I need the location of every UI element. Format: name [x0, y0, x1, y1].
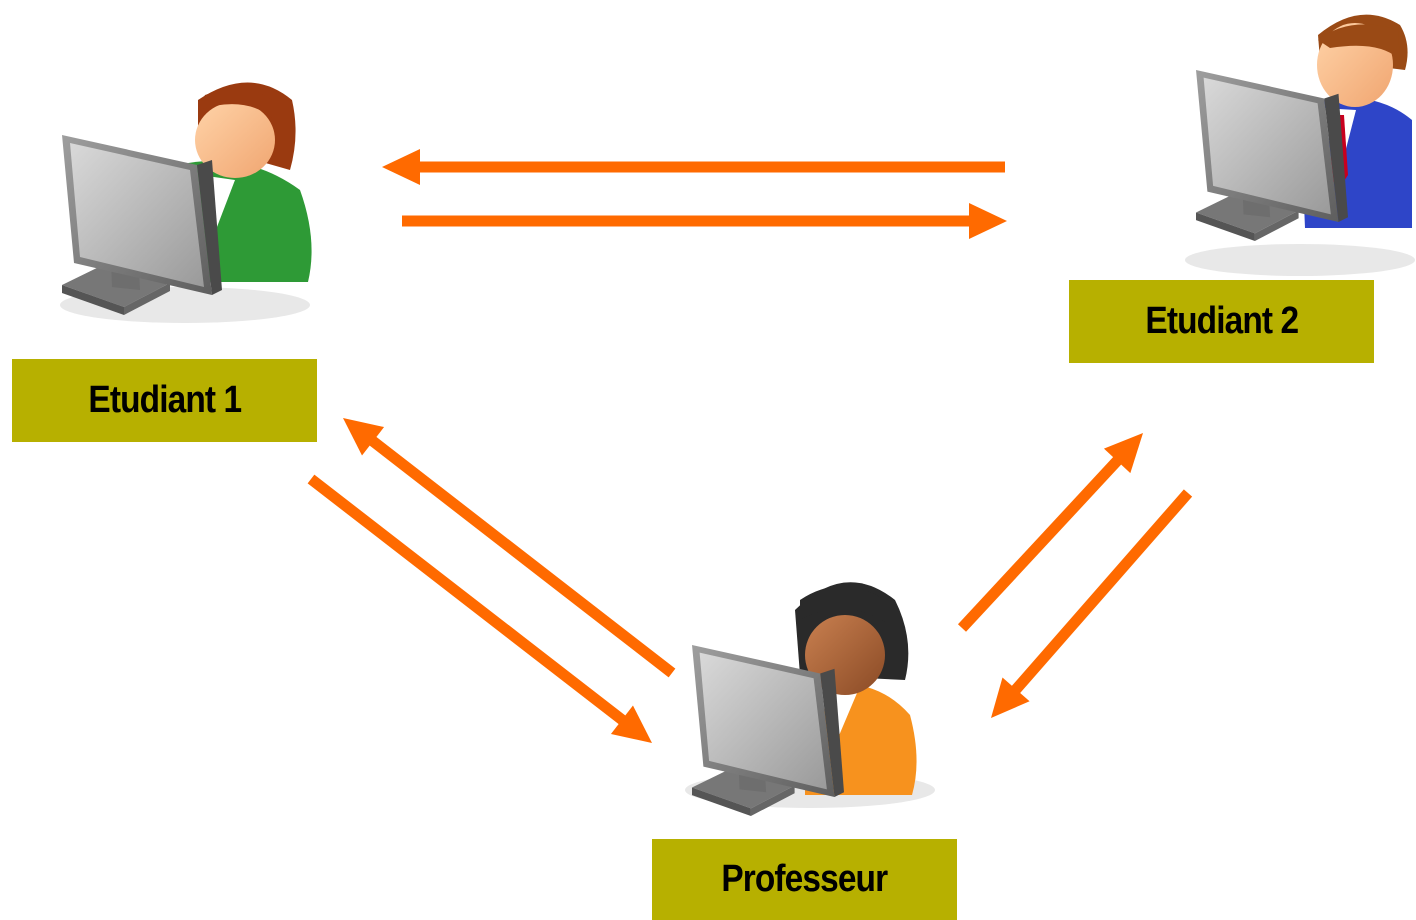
- arrow-shaft: [957, 454, 1124, 632]
- arrow-professor-to-student_1: [343, 418, 676, 678]
- student-1-label-text: Etudiant 1: [88, 379, 242, 421]
- professor-label: Professeur: [652, 839, 957, 920]
- arrow-head: [343, 418, 385, 456]
- professor-icon: [685, 582, 935, 816]
- arrow-layer: [307, 149, 1193, 743]
- arrow-student_1-to-student_2: [402, 203, 1007, 239]
- arrow-shaft: [366, 434, 676, 678]
- arrow-shaft: [1009, 489, 1193, 697]
- arrow-student_1-to-professor: [307, 474, 652, 743]
- arrow-head: [991, 677, 1030, 718]
- arrow-head: [610, 705, 652, 743]
- arrow-head: [382, 149, 420, 185]
- arrow-head: [1103, 433, 1143, 474]
- student-1-icon: [60, 82, 312, 323]
- arrow-student_2-to-professor: [991, 489, 1193, 718]
- arrow-professor-to-student_2: [957, 433, 1143, 632]
- student-2-label: Etudiant 2: [1069, 280, 1374, 363]
- arrow-shaft: [307, 474, 629, 727]
- arrow-head: [969, 203, 1007, 239]
- arrow-student_2-to-student_1: [382, 149, 1005, 185]
- student-2-icon: [1185, 14, 1415, 276]
- professor-label-text: Professeur: [721, 858, 889, 900]
- student-2-label-text: Etudiant 2: [1145, 300, 1299, 342]
- student-1-label: Etudiant 1: [12, 359, 317, 442]
